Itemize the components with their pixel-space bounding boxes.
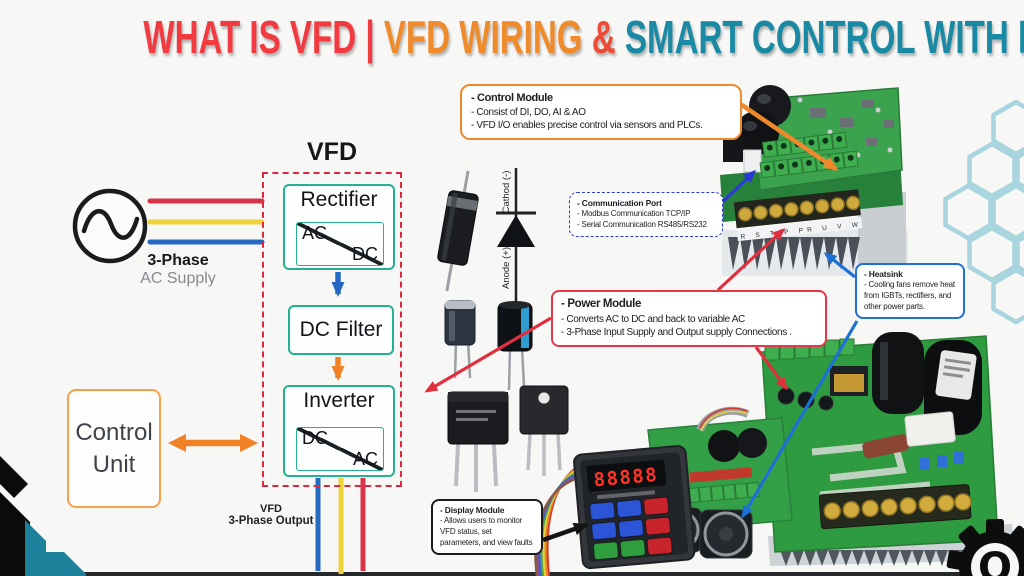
- corner-decoration: [0, 456, 86, 576]
- diode-symbol: [496, 168, 536, 305]
- vfd-control-board-photo: R S T P PR U V W: [720, 85, 908, 276]
- callout-communication-port: - Communication Port - Modbus Communicat…: [569, 192, 723, 238]
- callout-heatsink: - Heatsink - Cooling fans remove heat fr…: [855, 263, 965, 319]
- output-label: VFD 3-Phase Output: [225, 503, 317, 527]
- output-label-line2: 3-Phase Output: [228, 515, 314, 527]
- phase-output-lines: [315, 478, 366, 574]
- control-module-line1: - Consist of DI, DO, AI & AO: [471, 106, 586, 118]
- callout-power-module: - Power Module - Converts AC to DC and b…: [551, 290, 827, 347]
- communication-port-title: - Communication Port: [577, 198, 662, 208]
- supply-label: 3-Phase AC Supply: [128, 252, 228, 288]
- inverter-from: DC: [302, 428, 328, 448]
- communication-port-line1: - Modbus Communication TCP/IP: [577, 209, 691, 219]
- communication-port-line2: - Serial Communication RS485/RS232: [577, 220, 707, 230]
- capacitor-photo-1: [444, 300, 476, 379]
- display-module-title: - Display Module: [440, 505, 505, 515]
- power-terminal-strip: R S T P PR U V W: [733, 189, 863, 242]
- phase-input-lines: [147, 198, 265, 245]
- rectifier-block: Rectifier AC DC: [283, 184, 395, 270]
- arrow-display-module: [542, 522, 589, 543]
- vfd-boundary: [262, 172, 402, 487]
- rectifier-from: AC: [302, 223, 328, 243]
- title-part-3: SMART CONTROL WITH PLC: [624, 11, 1024, 63]
- ac-source-icon: [72, 188, 148, 264]
- diode-anode-label: Anode (+): [501, 247, 512, 289]
- arrow-control-unit-bidirectional: [168, 434, 258, 452]
- supply-label-line2: AC Supply: [140, 270, 216, 287]
- power-module-title: - Power Module: [561, 298, 642, 310]
- igbt-photo-1: [447, 391, 509, 492]
- title-part-1: WHAT IS VFD |: [143, 11, 375, 63]
- vfd-label: VFD: [307, 138, 357, 166]
- display-keypad-photo: 88888: [534, 406, 793, 576]
- gear-logo: Q: [946, 519, 1024, 576]
- inverter-title: Inverter: [303, 389, 375, 412]
- output-terminal-strip: [818, 484, 972, 530]
- callout-display-module: - Display Module - Allows users to monit…: [431, 499, 543, 555]
- power-module-line1: - Converts AC to DC and back to variable…: [561, 313, 745, 325]
- heatsink-title: - Heatsink: [864, 269, 903, 279]
- inverter-block: Inverter DC AC: [283, 385, 395, 477]
- control-unit-line2: Unit: [92, 450, 136, 478]
- control-unit-line1: Control: [75, 419, 153, 447]
- arrow-heatsink-fins: [823, 252, 856, 279]
- supply-label-line1: 3-Phase: [147, 252, 209, 269]
- arrow-control-module: [731, 97, 839, 171]
- callout-control-module: - Control Module - Consist of DI, DO, AI…: [460, 84, 742, 140]
- hexagon-pattern: [943, 99, 1024, 325]
- diode-photo: [437, 170, 479, 292]
- arrow-power-module-bottom: [754, 346, 788, 391]
- display-module-body: - Allows users to monitor VFD status, se…: [440, 516, 533, 548]
- power-module-line2: - 3-Phase Input Supply and Output supply…: [561, 327, 792, 339]
- arrow-power-module-top: [716, 227, 786, 292]
- arrow-power-module-left: [424, 316, 552, 393]
- igbt-photo-2: [519, 385, 569, 476]
- heatsink-body: - Cooling fans remove heat from IGBTs, r…: [864, 280, 955, 312]
- diode-cathode-label: Cathod (-): [501, 170, 512, 214]
- inverter-to: AC: [352, 449, 378, 469]
- ac-dc-converter-symbol: AC DC: [296, 222, 384, 266]
- bottom-bar: [0, 572, 1024, 576]
- control-module-title: - Control Module: [471, 92, 553, 104]
- output-label-line1: VFD: [260, 503, 282, 515]
- page-title: WHAT IS VFD | VFD WIRING & SMART CONTROL…: [0, 11, 1024, 64]
- arrow-heatsink-fans: [741, 320, 859, 519]
- seven-segment-display: [586, 459, 667, 492]
- capacitor-photo-2: [497, 301, 533, 391]
- vfd-inverter-board-photo: [761, 332, 1016, 566]
- control-module-line2: - VFD I/O enables precise control via se…: [471, 120, 703, 132]
- rectifier-to: DC: [352, 244, 378, 264]
- annotation-arrows: [168, 97, 859, 543]
- title-part-2: VFD WIRING: [383, 11, 583, 63]
- title-ampersand: &: [591, 11, 616, 63]
- dc-filter-block: DC Filter: [288, 305, 394, 355]
- rectifier-title: Rectifier: [300, 188, 378, 211]
- keypad-buttons: [589, 496, 673, 560]
- control-unit-block: Control Unit: [67, 389, 161, 508]
- dc-ac-converter-symbol: DC AC: [296, 427, 384, 471]
- svg-text:Q: Q: [978, 545, 1012, 576]
